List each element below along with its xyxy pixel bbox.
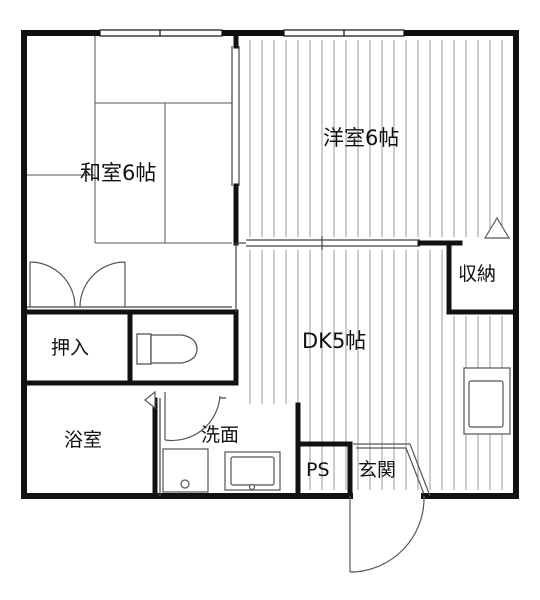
kitchen-counter	[463, 367, 511, 435]
washer-pan	[162, 448, 209, 493]
room-label-washitsu: 和室6帖	[80, 161, 157, 185]
room-label-senmen: 洗面	[201, 424, 240, 446]
room-label-dk: DK5帖	[302, 329, 367, 353]
shuno-door-mark	[483, 216, 511, 239]
room-label-shuno: 収納	[458, 263, 497, 285]
room-label-youshitsu: 洋室6帖	[323, 126, 400, 150]
genkan-step	[353, 443, 431, 497]
closet-doors	[29, 261, 126, 308]
room-label-genkan: 玄関	[358, 459, 397, 481]
sink-icon	[224, 451, 281, 491]
interior-walls	[24, 33, 519, 499]
room-label-ps: PS	[306, 459, 330, 481]
wood-floor-stripes	[249, 40, 503, 490]
toilet-icon	[136, 333, 198, 365]
bath-door	[144, 390, 221, 442]
room-label-oshiire: 押入	[51, 337, 90, 359]
room-label-yokushitsu: 浴室	[64, 429, 103, 451]
entry-door	[349, 495, 425, 573]
top-windows	[99, 29, 405, 37]
tatami-mats	[27, 36, 232, 244]
sliding-doors	[27, 46, 420, 496]
